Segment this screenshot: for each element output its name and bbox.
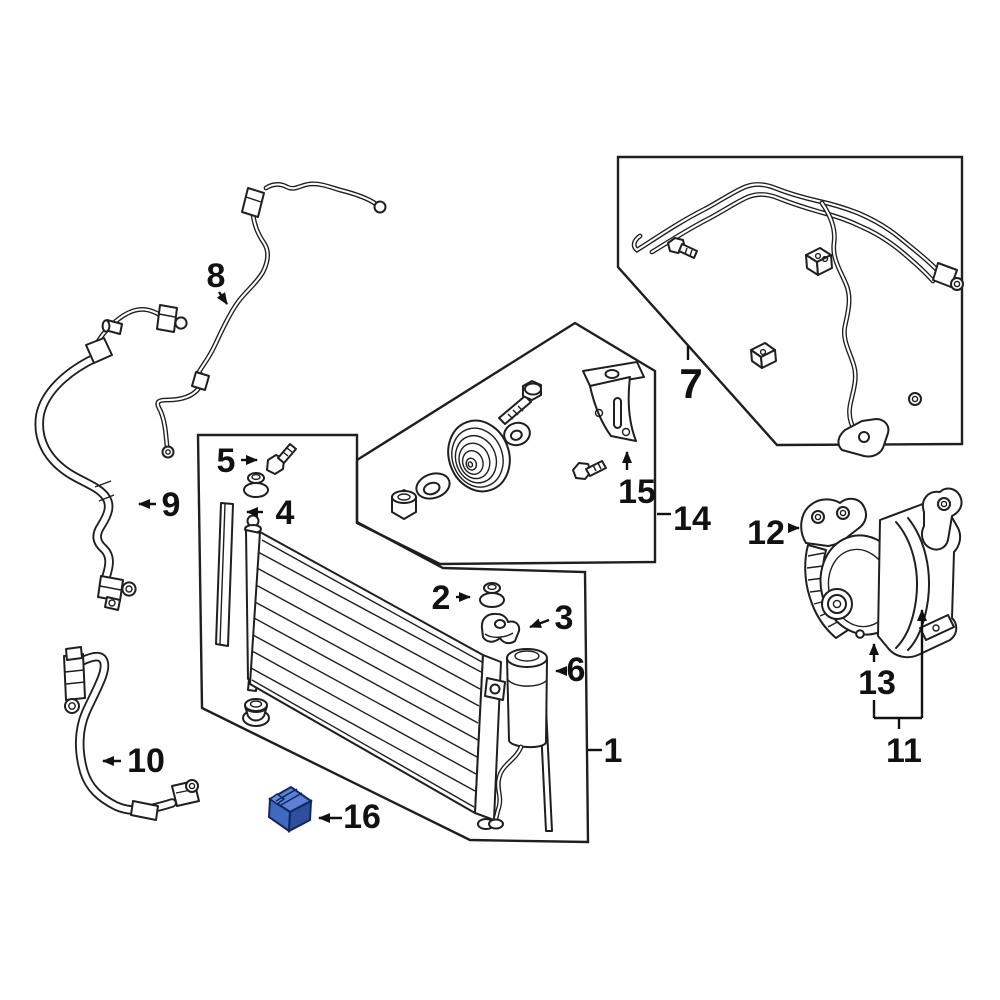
part-11-rear-body [877, 487, 963, 659]
hose-elbow-fitting [156, 304, 178, 333]
washer [415, 472, 451, 500]
bracket-bolt [572, 460, 607, 480]
callout-15-label: 15 [618, 473, 656, 511]
callout-7[interactable]: 7 [679, 346, 703, 407]
pipe-harness-assembly [631, 182, 964, 458]
callout-5-label: 5 [217, 442, 236, 480]
idler-pulley-kit [391, 361, 645, 520]
callout-8-label: 8 [207, 257, 226, 295]
group-box-idler-pulley-14 [355, 321, 657, 566]
callout-12-label: 12 [747, 514, 785, 552]
idler-pulley [447, 419, 511, 493]
tube-fitting-block [241, 187, 265, 218]
tube-end-ring [373, 200, 387, 214]
part-3-clamp [480, 612, 521, 645]
callout-14-label: 14 [673, 500, 711, 538]
part-6-receiver-drier [484, 648, 548, 830]
part-5-bolt [266, 443, 297, 475]
callout-1-label: 1 [604, 732, 623, 770]
part-16-condenser-bracket-highlighted[interactable] [267, 785, 313, 833]
callout-3-label: 3 [555, 599, 574, 637]
part-15-bracket [582, 361, 645, 442]
callout-7-label: 7 [679, 360, 702, 407]
part-8-liquid-tube [155, 181, 387, 459]
callout-13[interactable]: 13 [858, 664, 896, 702]
part-5-grommet [243, 472, 269, 498]
harness-clip-lower [750, 342, 777, 369]
callout-5[interactable]: 5 [217, 442, 258, 480]
callout-10-label: 10 [127, 742, 165, 780]
callout-2[interactable]: 2 [432, 579, 471, 617]
nut [391, 489, 417, 520]
callout-4-label: 4 [276, 494, 295, 532]
part-9-suction-hose [34, 304, 188, 611]
callout-16[interactable]: 16 [318, 798, 381, 836]
callout-14[interactable]: 14 [657, 500, 711, 538]
callout-10[interactable]: 10 [102, 742, 165, 780]
spacer-washer [503, 421, 531, 447]
tube-clip [191, 371, 210, 391]
callout-16-label: 16 [343, 798, 381, 836]
callout-8[interactable]: 8 [207, 257, 228, 305]
harness-clip-upper [805, 247, 833, 276]
part-10-discharge-hose [63, 646, 200, 821]
condenser-core [249, 531, 484, 814]
callout-6-label: 6 [567, 651, 586, 689]
callout-9-label: 9 [162, 486, 181, 524]
pulley-bolt [498, 380, 542, 425]
mount-grommet [242, 698, 270, 727]
callout-12[interactable]: 12 [747, 514, 800, 552]
hose-crimp-sleeve [130, 800, 159, 821]
callout-15[interactable]: 15 [618, 451, 656, 511]
callout-11[interactable]: 11 [869, 609, 927, 770]
callout-2-label: 2 [432, 579, 451, 617]
part-4-seal-strip [215, 502, 234, 647]
callout-9[interactable]: 9 [138, 486, 181, 524]
callout-11-label: 11 [886, 732, 922, 770]
bracket-side-face [287, 799, 313, 833]
condenser-assembly [215, 443, 553, 832]
part-2-grommet [479, 582, 505, 608]
callout-6[interactable]: 6 [555, 651, 586, 689]
callout-4[interactable]: 4 [246, 494, 295, 532]
hose-crimp-sleeve [85, 337, 113, 364]
callout-1[interactable]: 1 [588, 732, 622, 770]
harness-bolt [667, 237, 698, 259]
callout-3[interactable]: 3 [529, 599, 574, 637]
compressor-assembly [800, 487, 963, 659]
callout-13-label: 13 [858, 664, 896, 702]
